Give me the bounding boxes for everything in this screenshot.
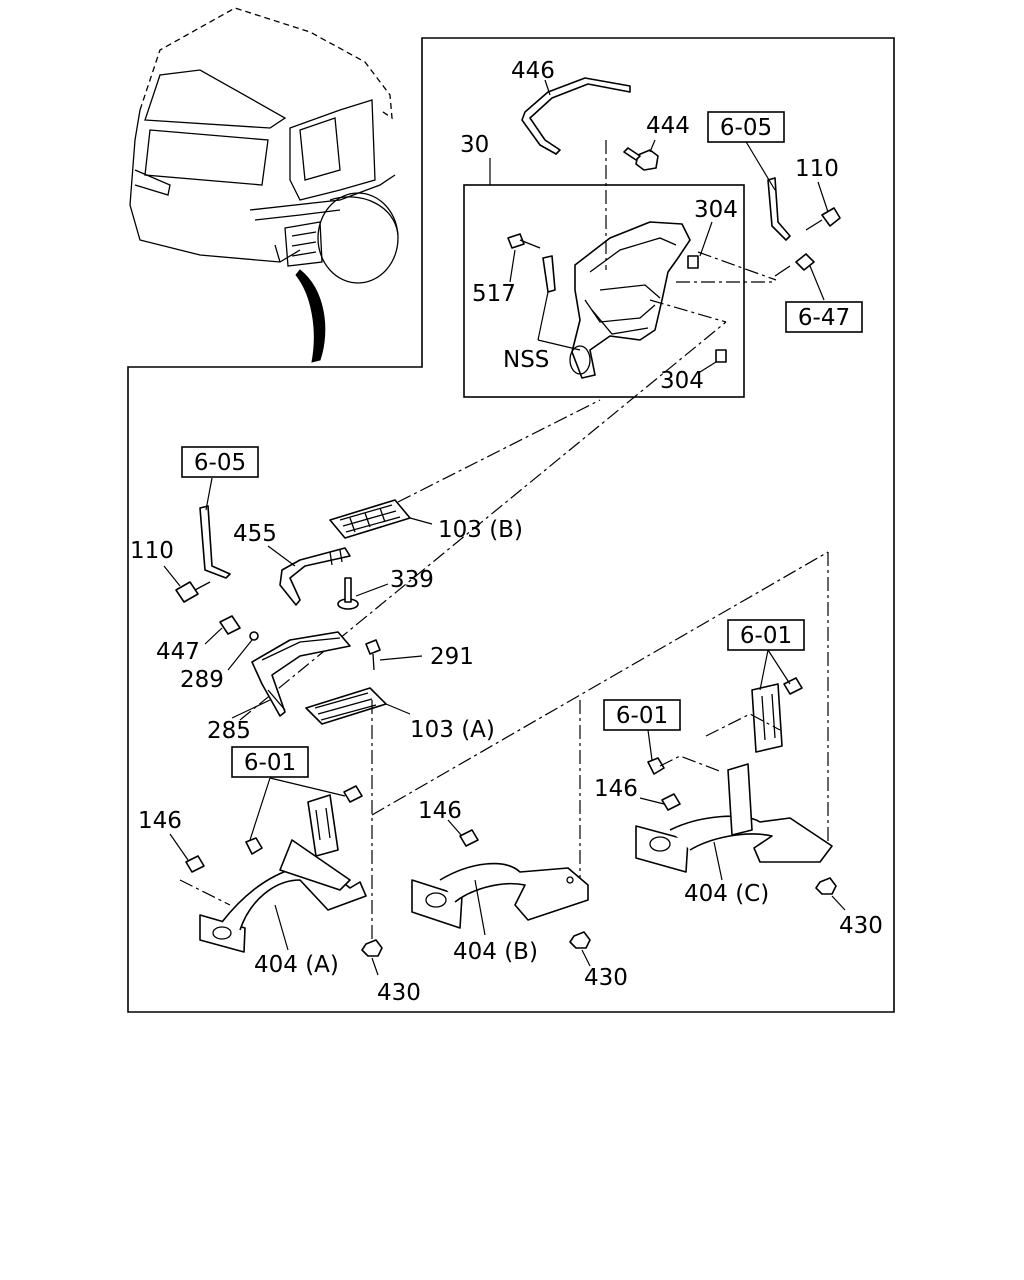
ref-6-05-left: 6-05 — [194, 450, 246, 476]
label-517: 517 — [472, 281, 516, 307]
label-103a: 103 (A) — [410, 717, 495, 743]
detail-box — [463, 184, 745, 398]
label-430-c: 430 — [839, 913, 883, 939]
ref-box-6-05-left: 6-05 — [181, 446, 259, 478]
callout-pointer — [295, 269, 326, 363]
label-285: 285 — [207, 718, 251, 744]
label-304-lower: 304 — [660, 368, 704, 394]
bracket-6-01-c — [751, 683, 783, 753]
ref-box-6-01-right: 6-01 — [727, 619, 805, 651]
bolt-110-left — [175, 581, 199, 603]
label-30: 30 — [460, 132, 489, 158]
bolt-110-upper — [821, 207, 841, 227]
label-146-c: 146 — [594, 776, 638, 802]
bolt-6-47 — [795, 253, 815, 271]
pin-339 — [337, 577, 359, 610]
diagram-frame — [127, 37, 895, 1013]
label-455: 455 — [233, 521, 277, 547]
label-404b: 404 (B) — [453, 939, 538, 965]
mudguard-assembly-30 — [569, 221, 691, 379]
nut-6-01-b — [647, 757, 665, 775]
label-103b: 103 (B) — [438, 517, 523, 543]
label-146-a: 146 — [138, 808, 182, 834]
label-404a: 404 (A) — [254, 952, 339, 978]
nut-430-a — [361, 939, 383, 957]
bracket-404a — [199, 839, 367, 953]
label-304-upper: 304 — [694, 197, 738, 223]
bracket-404b — [411, 862, 589, 929]
ref-6-01-middle: 6-01 — [616, 703, 668, 729]
ref-6-47: 6-47 — [798, 305, 850, 331]
ref-box-6-01-middle: 6-01 — [603, 699, 681, 731]
clip-304-upper — [687, 255, 699, 269]
label-430-a: 430 — [377, 980, 421, 1006]
label-430-b: 430 — [584, 965, 628, 991]
label-146-b: 146 — [418, 798, 462, 824]
bracket-6-05-left — [199, 505, 231, 579]
bolt-146-b — [459, 829, 479, 847]
label-110-left: 110 — [130, 538, 174, 564]
ref-box-6-05-upper: 6-05 — [707, 111, 785, 143]
washer-289 — [249, 631, 259, 641]
nut-6-01-a — [245, 837, 263, 855]
bolt-146-c — [661, 793, 681, 811]
label-nss: NSS — [503, 347, 549, 373]
label-446: 446 — [511, 58, 555, 84]
bolt-6-01-c — [783, 677, 803, 695]
bolt-146-a — [185, 855, 205, 873]
clip-nss — [542, 255, 556, 293]
nut-430-b — [569, 931, 591, 949]
nut-430-c — [815, 877, 837, 895]
clip-304-lower — [715, 349, 727, 363]
label-291: 291 — [430, 644, 474, 670]
label-110-upper: 110 — [795, 156, 839, 182]
ref-box-6-01-left: 6-01 — [231, 746, 309, 778]
label-289: 289 — [180, 667, 224, 693]
step-103b — [329, 499, 411, 539]
bolt-517 — [507, 233, 541, 249]
bolt-444 — [623, 147, 659, 171]
bolt-6-01-a — [343, 785, 363, 803]
ref-6-01-right: 6-01 — [740, 623, 792, 649]
bracket-455 — [279, 547, 351, 606]
bolt-447 — [219, 615, 241, 635]
bracket-6-05-upper — [767, 177, 791, 241]
truck-cab-illustration — [129, 7, 399, 363]
strip-446 — [521, 77, 631, 155]
label-444: 444 — [646, 113, 690, 139]
ref-6-05-upper: 6-05 — [720, 115, 772, 141]
bracket-404c — [635, 763, 833, 873]
label-447: 447 — [156, 639, 200, 665]
step-103a — [305, 687, 387, 725]
bolt-291 — [365, 639, 381, 655]
bracket-285 — [251, 631, 351, 717]
bracket-6-01-a — [307, 794, 339, 857]
ref-box-6-47: 6-47 — [785, 301, 863, 333]
ref-6-01-left: 6-01 — [244, 750, 296, 776]
label-339: 339 — [390, 567, 434, 593]
label-404c: 404 (C) — [684, 881, 769, 907]
